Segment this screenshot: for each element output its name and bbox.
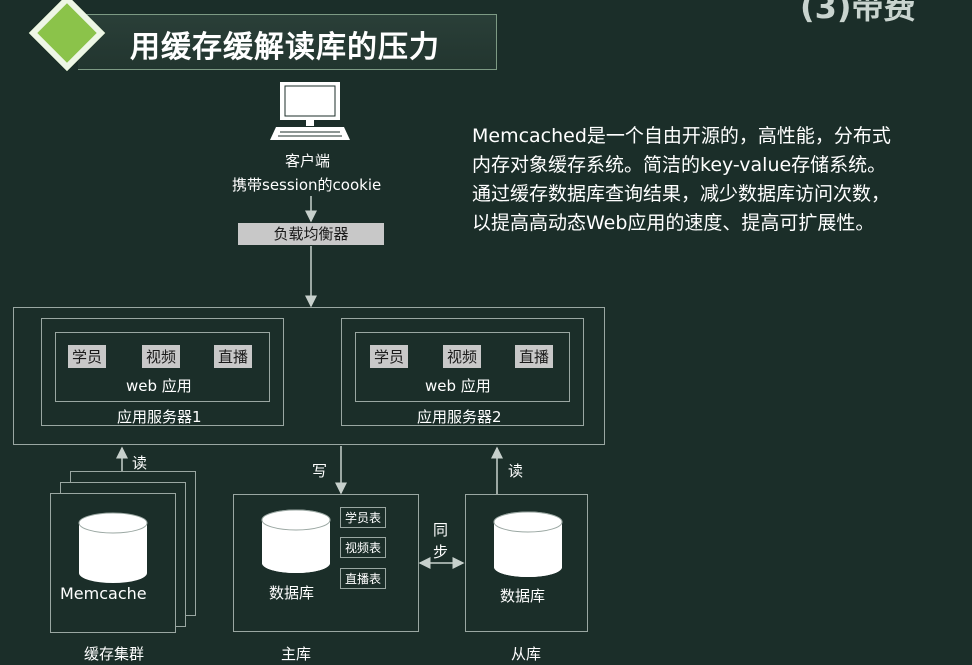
server-group bbox=[13, 307, 605, 445]
table-videos: 视频表 bbox=[340, 537, 387, 558]
chip-live: 直播 bbox=[515, 345, 554, 368]
description-line: 内存对象缓存系统。简洁的key-value存储系统。 bbox=[472, 154, 887, 176]
server-name: 应用服务器2 bbox=[417, 408, 502, 426]
client-cookie-label: 携带session的cookie bbox=[232, 176, 382, 194]
master-caption: 主库 bbox=[281, 645, 312, 663]
slave-db-label: 数据库 bbox=[500, 587, 546, 605]
chip-videos: 视频 bbox=[142, 345, 181, 368]
client-label: 客户端 bbox=[285, 152, 331, 170]
description-line: 通过缓存数据库查询结果，减少数据库访问次数， bbox=[472, 183, 891, 205]
description-line: 以提高高动态Web应用的速度、提高可扩展性。 bbox=[472, 212, 875, 234]
web-app-box bbox=[55, 332, 270, 402]
corner-title-fragment: (3)带费 bbox=[800, 0, 916, 26]
chip-students: 学员 bbox=[68, 345, 107, 368]
cache-cluster-box bbox=[50, 493, 176, 633]
chip-students: 学员 bbox=[370, 345, 409, 368]
cache-cluster-caption: 缓存集群 bbox=[84, 645, 145, 663]
web-app-label: web 应用 bbox=[425, 377, 491, 395]
read-label: 读 bbox=[508, 462, 524, 480]
web-app-box bbox=[355, 332, 570, 402]
slave-caption: 从库 bbox=[511, 645, 542, 663]
slide-title: 用缓存缓解读库的压力 bbox=[130, 30, 440, 65]
master-db-box bbox=[233, 494, 419, 632]
description: Memcached是一个自由开源的，高性能，分布式 内存对象缓存系统。简洁的ke… bbox=[472, 122, 967, 238]
description-line: Memcached是一个自由开源的，高性能，分布式 bbox=[472, 125, 891, 147]
web-app-label: web 应用 bbox=[126, 377, 192, 395]
server-name: 应用服务器1 bbox=[117, 408, 202, 426]
load-balancer: 负载均衡器 bbox=[238, 223, 384, 245]
app-server-1 bbox=[41, 318, 284, 426]
master-db-label: 数据库 bbox=[269, 584, 315, 602]
app-server-2 bbox=[341, 318, 584, 426]
table-live: 直播表 bbox=[340, 568, 387, 589]
computer-icon bbox=[270, 82, 350, 140]
chip-videos: 视频 bbox=[443, 345, 482, 368]
sync-label: 同步 bbox=[433, 521, 449, 561]
title-bar bbox=[78, 14, 497, 70]
table-students: 学员表 bbox=[340, 507, 387, 528]
slave-db-box bbox=[465, 494, 588, 632]
memcache-label: Memcache bbox=[60, 584, 147, 603]
read-label: 读 bbox=[132, 454, 148, 472]
chip-live: 直播 bbox=[214, 345, 253, 368]
write-label: 写 bbox=[312, 462, 328, 480]
